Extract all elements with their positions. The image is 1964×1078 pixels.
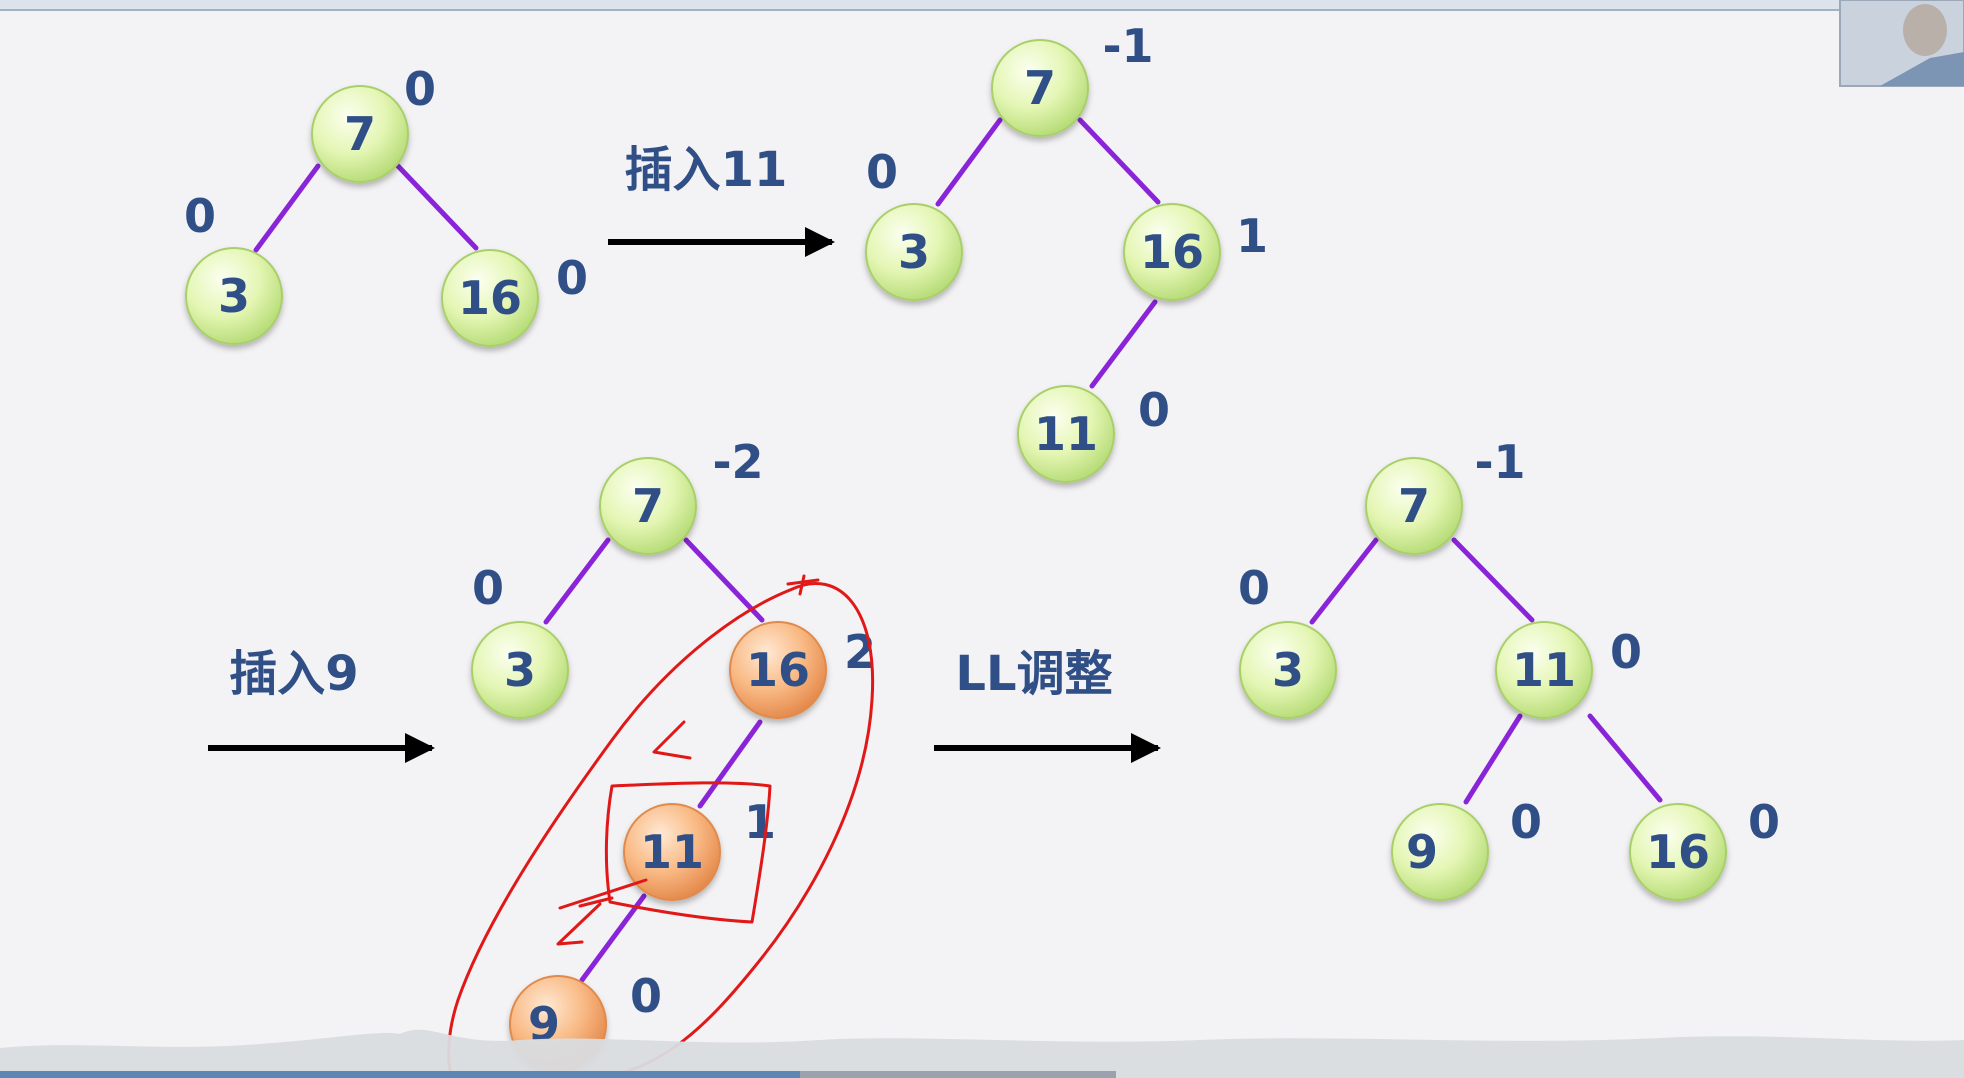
edge — [1587, 713, 1663, 803]
node-value: 16 — [1646, 825, 1710, 879]
tree-node: 3 — [1239, 621, 1337, 719]
progress-buffered — [800, 1071, 1116, 1078]
webcam-overlay — [1839, 0, 1964, 87]
balance-factor: 0 — [1510, 795, 1542, 849]
edge — [395, 163, 479, 251]
tree-node: 11 — [623, 803, 721, 901]
tree-node: 16 — [729, 621, 827, 719]
node-value: 7 — [1024, 61, 1056, 115]
node-value: 7 — [632, 479, 664, 533]
top-border-line — [0, 9, 1964, 11]
tree-after-insert-11: 7 -1 3 0 16 1 11 0 — [865, 19, 1268, 483]
balance-factor: -2 — [712, 435, 763, 489]
step-label: 插入11 — [625, 142, 788, 198]
balance-factor: 0 — [1238, 561, 1270, 615]
node-value: 11 — [1512, 643, 1576, 697]
edge — [1451, 537, 1535, 623]
node-value: 11 — [640, 825, 704, 879]
step-insert-9: 插入9 — [208, 646, 435, 763]
arrow-hint — [578, 896, 614, 908]
top-border — [0, 0, 1964, 10]
tree-initial: 7 0 3 0 16 0 — [184, 62, 588, 347]
edge — [1309, 537, 1379, 625]
enclosing-loop — [447, 582, 875, 1078]
node-value: 9 — [1406, 825, 1438, 879]
node-value: 3 — [504, 643, 536, 697]
balance-factor: 0 — [1610, 625, 1642, 679]
tree-node: 7 — [311, 85, 409, 183]
balance-factor: 0 — [630, 969, 662, 1023]
balance-factor: 1 — [1236, 209, 1268, 263]
edge — [253, 163, 321, 253]
edge — [543, 537, 611, 625]
edge — [683, 537, 765, 623]
video-progress-strip[interactable] — [0, 1029, 1964, 1078]
rotation-hint-upper — [652, 720, 692, 760]
tree-node: 3 — [185, 247, 283, 345]
balance-factor: 0 — [1748, 795, 1780, 849]
node-value: 16 — [1140, 225, 1204, 279]
node-value: 11 — [1034, 407, 1098, 461]
edge — [1463, 713, 1523, 805]
progress-played — [0, 1071, 800, 1078]
tree-node: 7 — [599, 457, 697, 555]
tree-after-ll-adjust: 7 -1 3 0 11 0 9 0 16 0 — [1238, 435, 1780, 901]
node-value: 3 — [218, 269, 250, 323]
edge — [935, 117, 1003, 207]
balance-factor: 0 — [184, 189, 216, 243]
node-value: 7 — [1398, 479, 1430, 533]
balance-factor: -1 — [1102, 19, 1153, 73]
rotation-box — [604, 781, 772, 924]
node-value: 16 — [746, 643, 810, 697]
edge — [1089, 299, 1158, 389]
step-label: 插入9 — [229, 646, 358, 702]
tree-node: 3 — [865, 203, 963, 301]
tree-node: 16 — [1629, 803, 1727, 901]
tick-mark — [786, 574, 820, 596]
tree-node: 7 — [1365, 457, 1463, 555]
balance-factor: 0 — [404, 62, 436, 116]
balance-factor: 0 — [472, 561, 504, 615]
tree-node: 7 — [991, 39, 1089, 137]
tree-node: 16 — [441, 249, 539, 347]
node-value: 16 — [458, 271, 522, 325]
step-insert-11: 插入11 — [608, 142, 835, 257]
tree-node: 11 — [1017, 385, 1115, 483]
edges — [253, 117, 1663, 983]
rotation-hint-lower — [556, 878, 648, 946]
balance-factor: 0 — [556, 251, 588, 305]
balance-factor: 0 — [1138, 383, 1170, 437]
tree-node: 11 — [1495, 621, 1593, 719]
tree-node: 3 — [471, 621, 569, 719]
node-value: 3 — [1272, 643, 1304, 697]
red-annotations — [447, 574, 875, 1078]
edge — [1077, 117, 1161, 205]
step-ll-adjust: LL调整 — [934, 646, 1161, 763]
balance-factor: 1 — [744, 795, 776, 849]
edge — [697, 719, 763, 809]
balance-factor: -1 — [1474, 435, 1525, 489]
step-label: LL调整 — [955, 646, 1112, 702]
tree-after-insert-9: 7 -2 3 0 16 2 11 1 9 0 — [471, 435, 876, 1073]
node-value: 7 — [344, 107, 376, 161]
tree-node: 9 — [1391, 803, 1489, 901]
balance-factor: 0 — [866, 145, 898, 199]
node-value: 3 — [898, 225, 930, 279]
edge — [579, 893, 647, 983]
tree-node: 16 — [1123, 203, 1221, 301]
